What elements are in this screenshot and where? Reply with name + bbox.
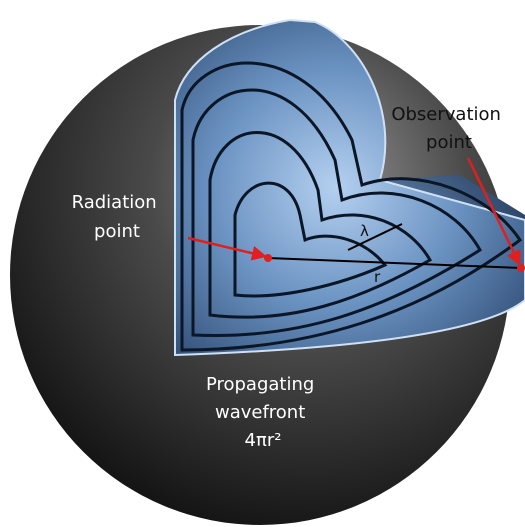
observation-point-label: Observation point	[391, 104, 506, 153]
radiation-point-dot	[264, 254, 272, 262]
cutaway-left-face	[174, 18, 525, 357]
wavelength-symbol: λ	[360, 222, 369, 240]
radiation-point-arrow	[187, 236, 267, 261]
wavefront-label: Propagating wavefront 4πr²	[206, 374, 320, 451]
wave-ring-2	[208, 131, 433, 319]
radius-line	[267, 257, 523, 269]
radiation-point-label: Radiation point	[72, 192, 163, 242]
wave-ring-3	[191, 88, 483, 338]
observation-point-arrow	[466, 157, 521, 266]
observation-point-dot	[517, 264, 525, 272]
wave-rings	[180, 61, 523, 352]
wave-ring-4	[180, 61, 523, 352]
wavelength-line	[347, 223, 403, 251]
radius-symbol: r	[374, 268, 381, 286]
wave-ring-1	[233, 181, 388, 298]
